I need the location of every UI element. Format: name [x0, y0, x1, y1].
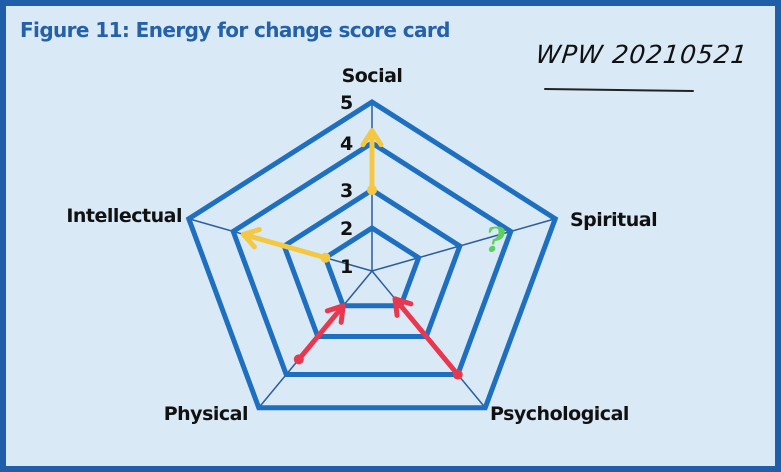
- question-mark-spiritual: ?: [485, 221, 506, 261]
- scale-tick-5: 5: [340, 92, 353, 114]
- change-start-dot-social: [367, 185, 377, 195]
- change-start-dot-psychological: [452, 369, 463, 380]
- change-arrow-intellectual: [240, 231, 328, 261]
- ring-level-3: [281, 187, 463, 340]
- scale-tick-4: 4: [340, 133, 353, 155]
- axis-label-psychological: Psychological: [490, 403, 629, 425]
- arrowhead-social: [360, 128, 384, 148]
- figure-title: Figure 11: Energy for change score card: [20, 18, 450, 42]
- axis-label-spiritual: Spiritual: [570, 209, 657, 231]
- axis-label-social: Social: [342, 65, 403, 87]
- axis-label-physical: Physical: [164, 403, 248, 425]
- arrowhead-psychological: [392, 296, 414, 318]
- change-start-dot-intellectual: [320, 252, 331, 263]
- ring-level-2: [322, 225, 422, 309]
- change-arrow-physical: [296, 303, 346, 362]
- scale-tick-1: 1: [340, 256, 353, 278]
- axis-label-intellectual: Intellectual: [66, 205, 182, 227]
- ring-level-5: [185, 99, 559, 411]
- ring-level-4: [230, 140, 514, 378]
- arrowhead-intellectual: [240, 227, 262, 250]
- change-arrow-psychological: [392, 296, 461, 378]
- scale-tick-3: 3: [340, 180, 353, 202]
- spoke-spiritual: [371, 218, 556, 272]
- scale-tick-2: 2: [340, 218, 353, 240]
- arrowhead-physical: [324, 303, 346, 325]
- change-start-dot-physical: [293, 354, 304, 365]
